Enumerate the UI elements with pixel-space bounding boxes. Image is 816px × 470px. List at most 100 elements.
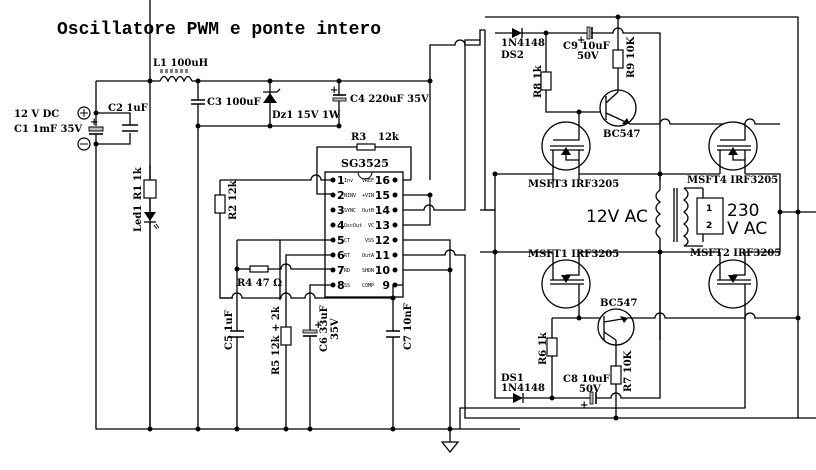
wire	[429, 29, 485, 81]
c7-label: C7 10nF	[403, 303, 414, 350]
plus-terminal-icon[interactable]	[77, 106, 91, 120]
led-branch: R1 1k Led1	[133, 165, 160, 429]
ds2-name: DS2	[501, 50, 524, 61]
c8-label-a: C8 10uF	[563, 374, 610, 385]
wire	[285, 254, 333, 300]
capacitor-c1: +	[88, 113, 104, 144]
ic-pin-dot	[392, 252, 398, 258]
c8-label-b: 50V	[579, 384, 601, 395]
q-bottom-label: BC547	[600, 298, 638, 309]
ic-pin-number: 4	[337, 219, 345, 232]
transformer-icon: 1 2	[655, 187, 724, 247]
ic-pin-dot	[392, 207, 398, 213]
msft3-label: MSFT3 IRF3205	[528, 179, 619, 190]
ic-pin-dot	[330, 267, 336, 273]
ic-pin-number: 12	[375, 234, 390, 247]
svg-text:1: 1	[706, 204, 712, 214]
r8-label: R8 1k	[533, 64, 544, 98]
ic-pin-name: SHDN	[362, 268, 374, 274]
ic-pin-name: VSS	[365, 238, 374, 244]
power-input-section: + 12 V DC C1 1mF 35V C2 1uF L1 100uH	[14, 0, 445, 432]
msft1-label: MSFT1 IRF3205	[528, 249, 619, 260]
supply-label: 12 V DC	[14, 109, 59, 120]
zener-dz1	[263, 81, 281, 126]
capacitor-c7	[386, 330, 400, 338]
ic-pin-dot	[392, 192, 398, 198]
schematic-title: Oscillatore PWM e ponte intero	[57, 20, 381, 40]
ic-pin-number: 13	[375, 219, 390, 232]
secondary-voltage-label-a: 230	[727, 201, 759, 221]
diode-ds2	[512, 28, 522, 38]
ic-pin-number: 16	[375, 174, 391, 187]
resistor-r4	[249, 265, 269, 273]
c9-label-b: 50V	[577, 51, 599, 62]
ic-pin-number: 15	[375, 189, 390, 202]
c1-label: C1 1mF 35V	[14, 124, 82, 135]
ic-pin-number: 8	[337, 279, 345, 292]
capacitor-c4: +	[330, 81, 347, 126]
capacitor-c6	[302, 329, 318, 334]
ic-pin-number: 7	[337, 264, 345, 277]
ic-pin-number: 1	[337, 174, 345, 187]
mosfet-msft2	[708, 252, 758, 318]
r7-label: R7 10K	[623, 350, 634, 392]
primary-voltage-label: 12V AC	[586, 207, 648, 227]
ic-pin-name: VREF	[362, 178, 374, 184]
c3-label: C3 100uF	[207, 97, 261, 108]
capacitor-c2	[122, 124, 138, 132]
capacitor-c5	[230, 330, 244, 338]
ic-pin-name: COMP	[362, 283, 374, 289]
c6-label-a: C6 33uF	[319, 305, 330, 352]
ic-pin-number: 11	[375, 249, 390, 262]
svg-text:+: +	[330, 85, 338, 96]
ic-pin-dot	[330, 207, 336, 213]
ic-pin-name: OscOut	[344, 223, 362, 229]
resistor-r8	[540, 71, 552, 91]
led1-label: Led1	[133, 205, 144, 232]
c9-label-a: C9 10uF	[563, 41, 610, 52]
ic-pin-dot	[392, 267, 398, 273]
ic-pin-number: 9	[382, 279, 390, 292]
resistor-r7	[610, 365, 622, 385]
ic-pin-name: SS	[344, 283, 350, 289]
ic-pin-dot	[330, 192, 336, 198]
r3-name: R3	[351, 132, 366, 143]
r3-value: 12k	[378, 132, 400, 143]
ic-pin-name: NINV	[344, 193, 356, 199]
transistor-bc547-bottom	[552, 308, 801, 346]
ds2-part: 1N4148	[501, 38, 545, 49]
c1-plus: +	[90, 117, 98, 128]
ic-pin-dot	[392, 222, 398, 228]
ic-pin-number: 14	[375, 204, 391, 217]
led-icon	[144, 212, 156, 221]
c4-label: C4 220uF 35V	[350, 94, 429, 105]
ic-pin-dot	[330, 222, 336, 228]
ic-pin-name: OutB	[362, 208, 374, 214]
minus-terminal-icon[interactable]	[77, 137, 91, 151]
r6-label: R6 1k	[538, 331, 549, 365]
l1-label: L1 100uH	[153, 58, 208, 69]
mosfet-msft3	[541, 112, 591, 188]
transistor-bc547-top	[579, 89, 780, 127]
ic-pin-name: +VIN	[362, 193, 374, 199]
ic-pin-name: VC	[368, 223, 374, 229]
mosfet-msft4	[708, 121, 758, 174]
ground-rail	[95, 144, 445, 430]
svg-text:+: +	[580, 400, 588, 411]
ic-pin-name: CT	[344, 238, 350, 244]
ic-name: SG3525	[341, 157, 389, 170]
capacitor-c3	[191, 99, 205, 105]
ds1-name: DS1	[501, 373, 524, 384]
wire	[96, 112, 131, 125]
c2-label: C2 1uF	[108, 103, 148, 114]
resistor-r3	[356, 143, 376, 151]
diode-ds1	[513, 393, 523, 403]
wire	[403, 39, 480, 211]
inductor-l1	[159, 69, 198, 83]
ic-pin-number: 3	[337, 204, 345, 217]
ic-pin-number: 5	[337, 234, 345, 247]
wire	[403, 239, 451, 429]
ic-pin-name: SYNC	[344, 208, 356, 214]
wire	[309, 284, 333, 300]
